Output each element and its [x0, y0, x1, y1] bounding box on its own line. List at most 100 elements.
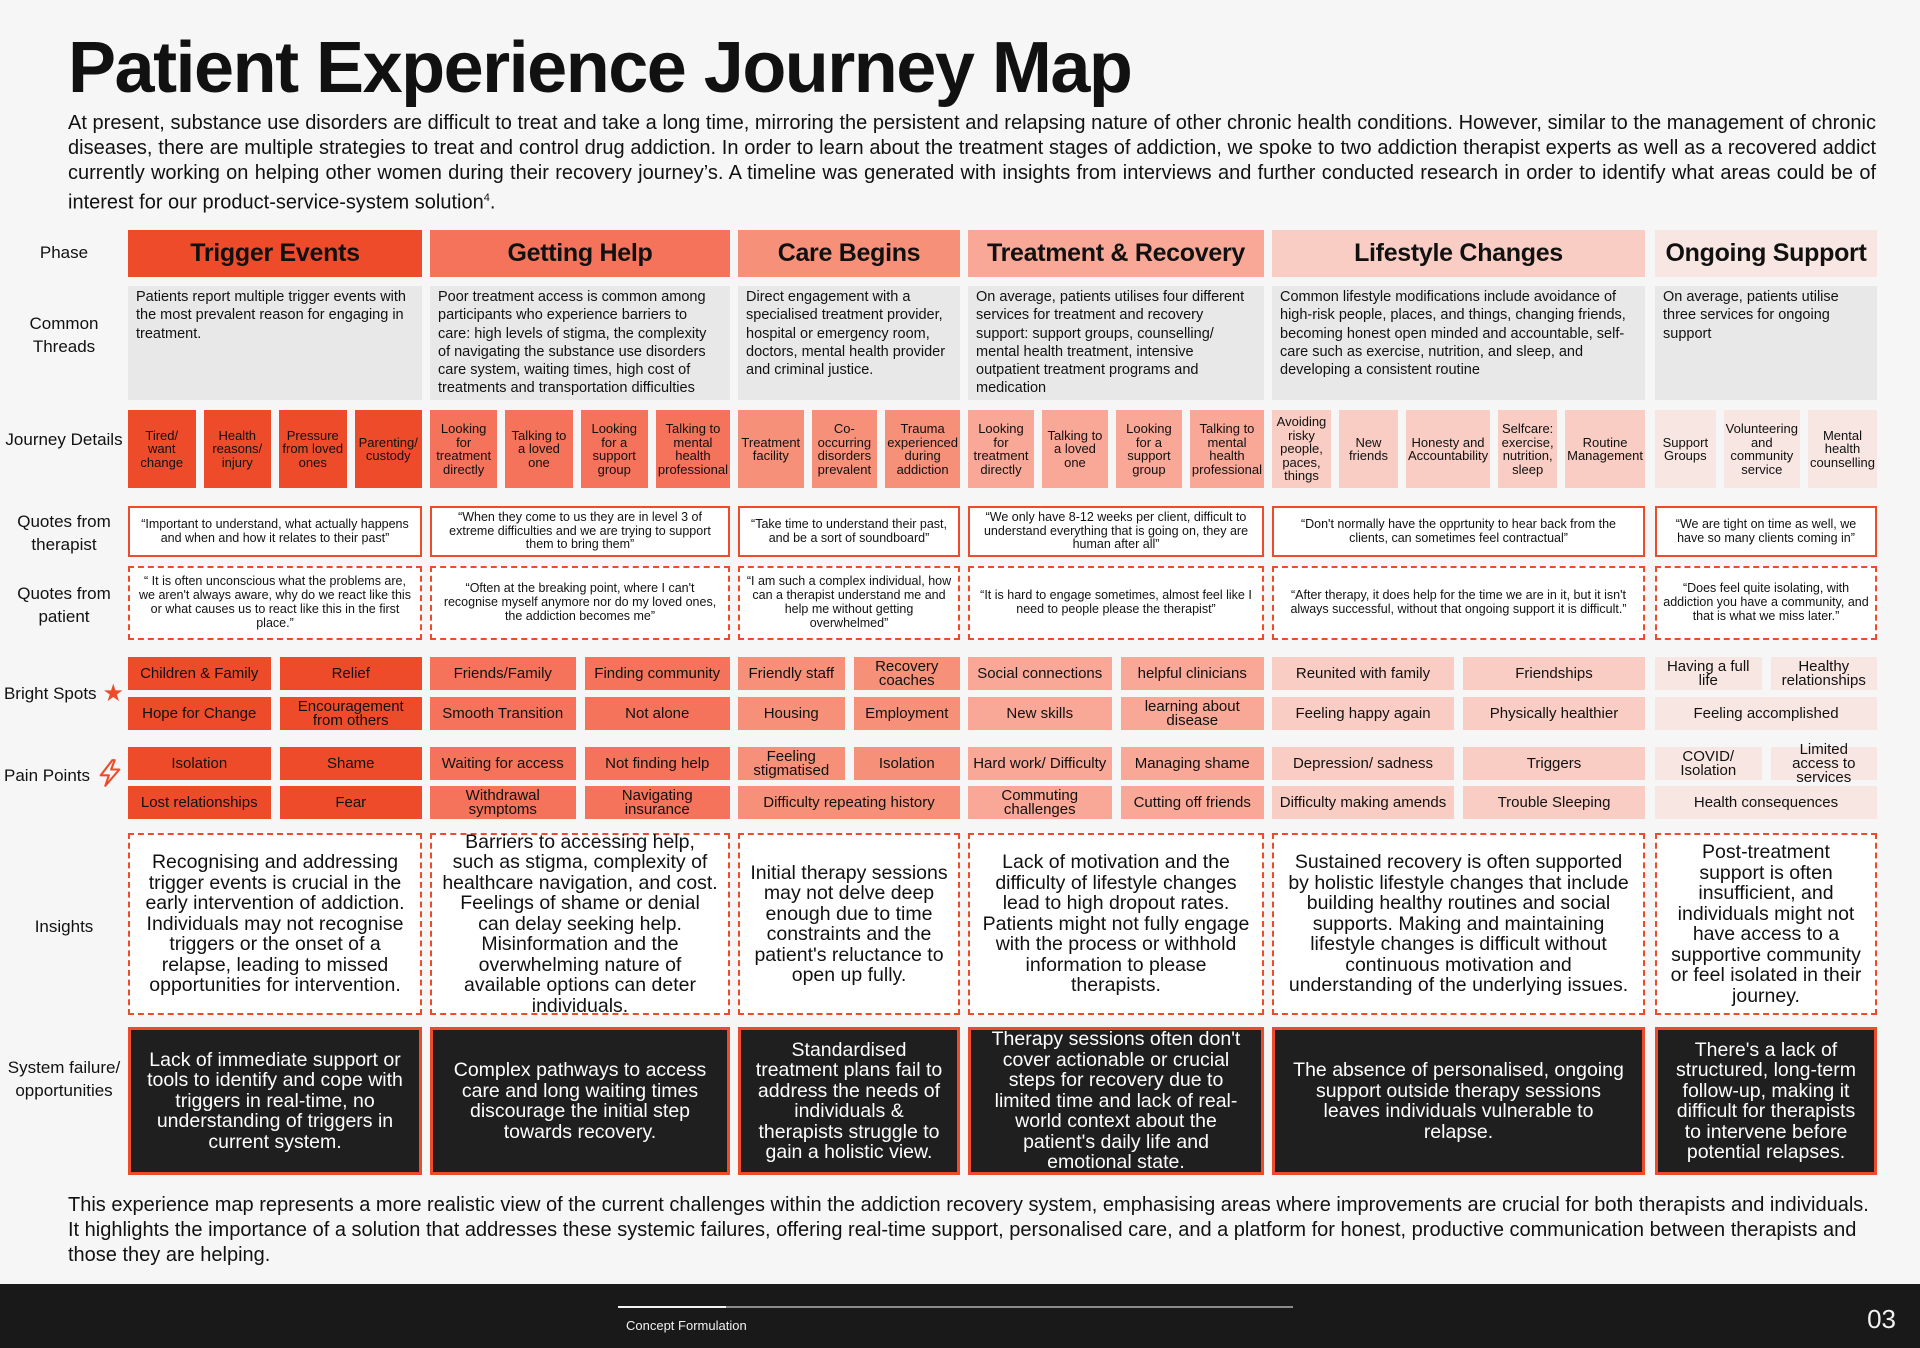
common-threads: Poor treatment access is common among pa… [430, 286, 730, 400]
bright-spot-row: Feeling accomplished [1655, 697, 1877, 730]
bright-spot: Hope for Change [128, 697, 271, 730]
journey-detail: Looking for a support group [1115, 410, 1182, 488]
journey-detail: Avoiding risky people, paces, things [1272, 410, 1331, 488]
system-failure-box: There's a lack of structured, long-term … [1655, 1027, 1877, 1175]
pain-point: Health consequences [1655, 786, 1877, 819]
bright-spot: Physically healthier [1463, 697, 1645, 730]
journey-detail: Support Groups [1655, 410, 1716, 488]
pain-point: COVID/ Isolation [1655, 747, 1762, 780]
bright-spot: Not alone [584, 697, 730, 730]
pain-point: Difficulty repeating history [738, 786, 960, 819]
footer-bar: Concept Formulation 03 [0, 1284, 1920, 1348]
journey-detail: Volunteering and community service [1723, 410, 1800, 488]
bright-spot: Friendly staff [738, 657, 845, 690]
footer-page-number: 03 [1867, 1304, 1896, 1334]
quote-patient: “It is hard to engage sometimes, almost … [968, 566, 1264, 640]
common-threads: Common lifestyle modifications include a… [1272, 286, 1645, 400]
footer-progress-active [618, 1306, 726, 1308]
journey-detail: Mental health counselling [1807, 410, 1877, 488]
insight-box: Barriers to accessing help, such as stig… [430, 832, 730, 1016]
journey-detail: Co-occurring disorders prevalent [811, 410, 878, 488]
pain-point: Triggers [1463, 747, 1645, 780]
pain-point: Not finding help [584, 747, 730, 780]
pain-point-row: Depression/ sadness Triggers [1272, 747, 1645, 780]
bright-spot: Housing [738, 697, 845, 730]
journey-detail: Talking to mental health professional [655, 410, 730, 488]
phase-header: Treatment & Recovery [968, 230, 1264, 277]
bright-spot: New skills [968, 697, 1112, 730]
common-threads: Patients report multiple trigger events … [128, 286, 422, 400]
outro-paragraph: This experience map represents a more re… [68, 1194, 1869, 1266]
quote-therapist: “We are tight on time as well, we have s… [1655, 506, 1877, 557]
journey-detail: Tired/ want change [128, 410, 196, 488]
system-failure-box: The absence of personalised, ongoing sup… [1272, 1027, 1645, 1175]
pain-point: Hard work/ Difficulty [968, 747, 1112, 780]
pain-point: Withdrawal symptoms [430, 786, 576, 819]
pain-point-row: Health consequences [1655, 786, 1877, 819]
pain-point: Shame [279, 747, 422, 780]
row-label-pain-points: Pain Points [0, 750, 128, 800]
journey-detail: Health reasons/ injury [203, 410, 271, 488]
journey-detail: Pressure from loved ones [279, 410, 347, 488]
insight-box: Recognising and addressing trigger event… [128, 833, 422, 1015]
bright-spot: Feeling happy again [1272, 697, 1454, 730]
bright-spot: Children & Family [128, 657, 271, 690]
journey-detail: Talking to a loved one [1041, 410, 1108, 488]
phase-header: Getting Help [430, 230, 730, 277]
bright-spot: Friendships [1463, 657, 1645, 690]
quote-patient: “I am such a complex individual, how can… [738, 566, 960, 640]
lightning-icon [96, 759, 124, 791]
star-icon: ★ [102, 679, 125, 707]
row-label-quotes-therapist: Quotes from therapist [17, 512, 111, 554]
journey-detail: Routine Management [1565, 410, 1646, 488]
quote-patient: “Often at the breaking point, where I ca… [430, 566, 730, 640]
quote-therapist: “Take time to understand their past, and… [738, 506, 960, 557]
insight-box: Post-treatment support is often insuffic… [1655, 833, 1877, 1015]
phase-header: Trigger Events [128, 230, 422, 277]
pain-point-row: Difficulty repeating history [738, 786, 960, 819]
phase-header: Care Begins [738, 230, 960, 277]
row-label-insights: Insights [34, 916, 94, 936]
footer-section-label: Concept Formulation [626, 1318, 747, 1333]
bright-spot: Friends/Family [430, 657, 576, 690]
insight-box: Lack of motivation and the difficulty of… [968, 833, 1264, 1015]
footnote-marker: 4 [483, 192, 490, 204]
pain-point: Trouble Sleeping [1463, 786, 1645, 819]
pain-point: Waiting for access [430, 747, 576, 780]
bright-spot: Feeling accomplished [1655, 697, 1877, 730]
system-failure-box: Lack of immediate support or tools to id… [128, 1027, 422, 1175]
bright-spot: Healthy relationships [1770, 657, 1877, 690]
bright-spot: Finding community [584, 657, 730, 690]
bright-spot: Employment [853, 697, 960, 730]
phase-header: Ongoing Support [1655, 230, 1877, 277]
pain-point: Feeling stigmatised [738, 747, 845, 780]
insight-box: Initial therapy sessions may not delve d… [738, 833, 960, 1015]
row-label-common-threads: Common Threads [29, 314, 99, 356]
quote-therapist: “Don't normally have the opprtunity to h… [1272, 506, 1645, 557]
bright-spot: learning about disease [1120, 697, 1264, 730]
pain-point: Fear [279, 786, 422, 819]
journey-detail: Talking to a loved one [505, 410, 573, 488]
pain-point: Isolation [128, 747, 271, 780]
pain-point: Depression/ sadness [1272, 747, 1454, 780]
system-failure-box: Complex pathways to access care and long… [430, 1027, 730, 1175]
journey-detail: New friends [1338, 410, 1398, 488]
